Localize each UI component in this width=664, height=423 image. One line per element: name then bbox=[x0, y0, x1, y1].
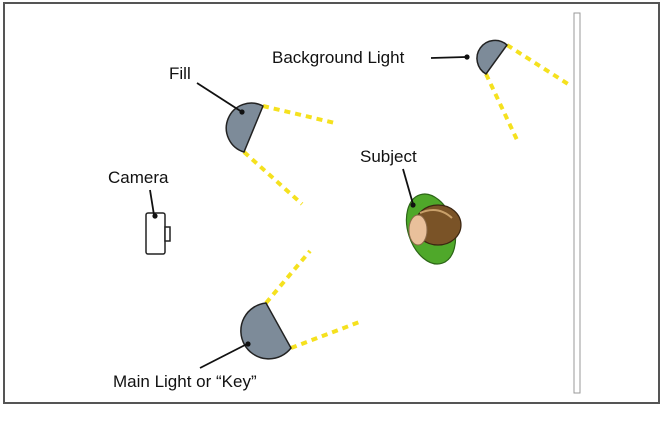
leader-dots bbox=[152, 54, 470, 347]
background-light bbox=[476, 39, 570, 143]
key-light-dot bbox=[245, 341, 251, 347]
key-light bbox=[240, 249, 363, 360]
background-light-dot bbox=[464, 54, 470, 60]
fill-label: Fill bbox=[169, 64, 191, 83]
subject-label: Subject bbox=[360, 147, 417, 166]
camera-leader bbox=[149, 189, 155, 216]
key-light-lamp bbox=[240, 302, 292, 360]
key-light-beam bbox=[290, 319, 363, 350]
background-light-lamp bbox=[476, 39, 509, 75]
background-light-beam bbox=[484, 73, 520, 143]
subject-hair-texture bbox=[419, 208, 453, 219]
background-light-label: Background Light bbox=[272, 48, 405, 67]
key-light-beam bbox=[264, 249, 312, 305]
subject-leader bbox=[402, 168, 414, 205]
fill-light-beam bbox=[242, 150, 304, 206]
camera-lens bbox=[164, 226, 171, 242]
fill-leader bbox=[196, 82, 243, 113]
fill-light-beam bbox=[262, 104, 336, 125]
subject-face bbox=[408, 214, 428, 246]
camera-icon bbox=[145, 212, 171, 255]
diagram-frame bbox=[3, 2, 660, 404]
background-light-beam bbox=[505, 43, 570, 86]
camera-body bbox=[145, 212, 166, 255]
background-light-leader bbox=[430, 56, 467, 59]
background-wall bbox=[573, 12, 581, 394]
key-light-label: Main Light or “Key” bbox=[113, 372, 257, 391]
subject-figure bbox=[405, 193, 462, 265]
camera-label: Camera bbox=[108, 168, 169, 187]
fill-light-lamp bbox=[225, 102, 264, 153]
fill-light bbox=[225, 102, 336, 206]
fill-dot bbox=[239, 109, 245, 115]
key-light-leader bbox=[199, 343, 248, 369]
camera-dot bbox=[152, 213, 158, 219]
subject-dot bbox=[410, 202, 416, 208]
leader-lines bbox=[149, 56, 467, 369]
